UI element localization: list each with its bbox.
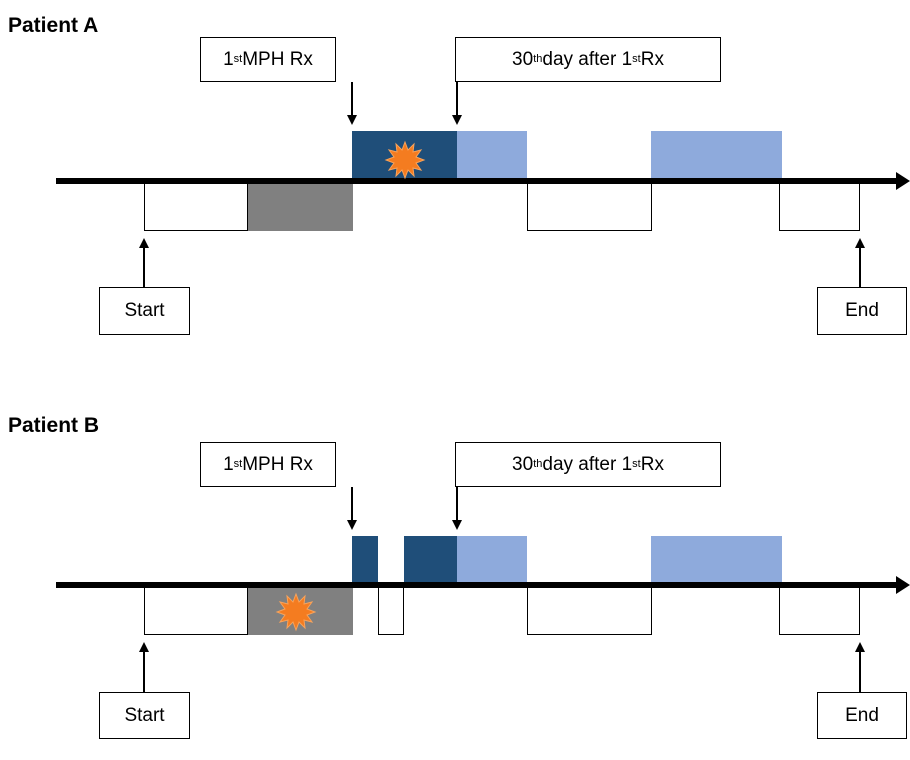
- label-text: 30: [512, 48, 534, 70]
- patient-b-axis-and-arrows: [56, 487, 910, 692]
- first-30-day-treatment: [404, 536, 457, 584]
- treatment-period: [457, 131, 527, 180]
- start-label: Start: [99, 287, 190, 335]
- label-text: Rx: [640, 48, 664, 70]
- patient-a-axis-and-arrows: [56, 82, 910, 287]
- timeline-arrowhead-icon: [896, 172, 910, 190]
- label-text: MPH Rx: [242, 48, 313, 70]
- label-text: day after 1: [542, 48, 633, 70]
- patient-a-title: Patient A: [8, 14, 99, 37]
- treatment-period: [651, 131, 782, 180]
- first-30-day-treatment: [352, 536, 378, 584]
- patient-b-title: Patient B: [8, 414, 100, 437]
- untreated-period: [378, 587, 404, 635]
- timeline-arrowhead-icon: [896, 576, 910, 594]
- end-label: End: [817, 287, 907, 335]
- untreated-period: [527, 587, 652, 635]
- label-text: 30: [512, 453, 534, 475]
- treatment-period: [457, 536, 527, 584]
- label-text: 1: [223, 453, 234, 475]
- label-text: 1: [223, 48, 234, 70]
- label-text: Rx: [640, 453, 664, 475]
- untreated-period: [144, 587, 248, 635]
- label-text: day after 1: [542, 453, 633, 475]
- orange-burst-icon: [384, 140, 426, 180]
- label-text: MPH Rx: [242, 453, 313, 475]
- start-label: Start: [99, 692, 190, 739]
- end-label: End: [817, 692, 907, 739]
- treatment-period: [651, 536, 782, 584]
- orange-burst-icon: [275, 592, 317, 632]
- untreated-period: [779, 587, 860, 635]
- gray-period: [248, 183, 353, 231]
